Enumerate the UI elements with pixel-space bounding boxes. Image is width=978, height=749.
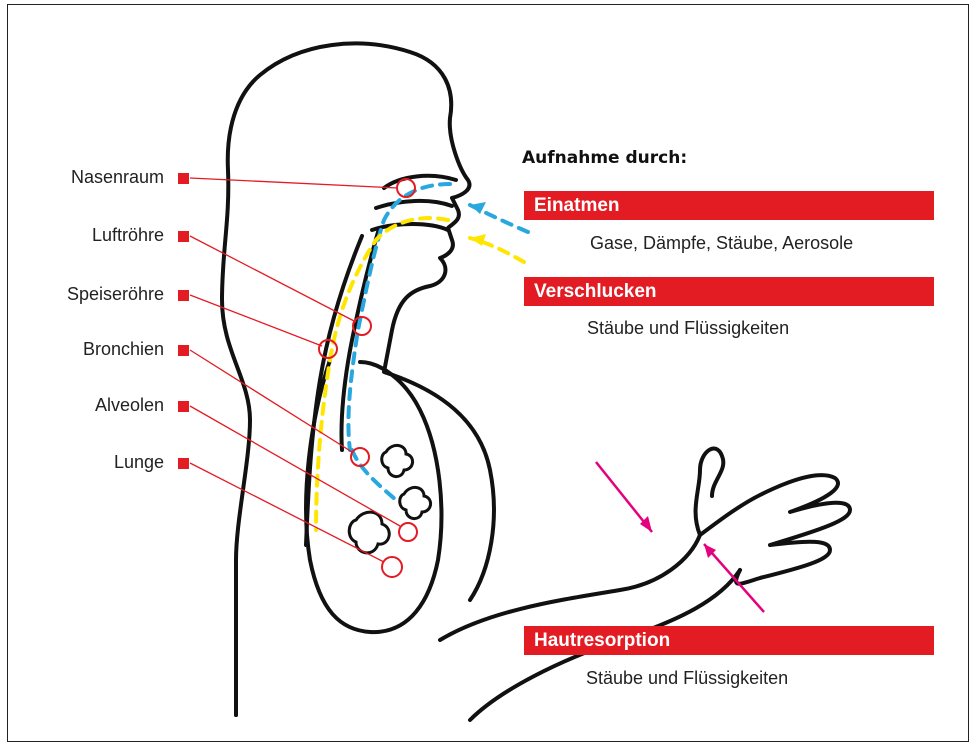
- route-detail-einatmen: Gase, Dämpfe, Stäube, Aerosole: [590, 233, 853, 254]
- leader-line-alveolen: [190, 406, 400, 526]
- leader-line-nasenraum: [190, 178, 398, 188]
- organ-marker-lunge: [178, 458, 189, 469]
- organ-marker-speiseroehre: [178, 290, 189, 301]
- intake-heading: Aufnahme durch:: [522, 148, 687, 168]
- route-bar-einatmen: Einatmen: [524, 191, 934, 220]
- leader-line-luftroehre: [190, 236, 356, 322]
- alveoli-cluster-middle: [400, 487, 431, 518]
- organ-marker-nasenraum: [178, 173, 189, 184]
- organ-marker-bronchien: [178, 345, 189, 356]
- route-detail-hautresorption: Stäube und Flüssigkeiten: [586, 668, 788, 689]
- route-bar-verschlucken: Verschlucken: [524, 277, 934, 306]
- organ-label-alveolen: Alveolen: [4, 395, 164, 416]
- organ-label-nasenraum: Nasenraum: [4, 167, 164, 188]
- route-bar-hautresorption: Hautresorption: [524, 626, 934, 655]
- organ-label-bronchien: Bronchien: [4, 339, 164, 360]
- head-outline: [222, 43, 494, 715]
- organ-marker-alveolen: [178, 401, 189, 412]
- lung-outline: [306, 360, 441, 632]
- leader-line-lunge: [190, 463, 384, 562]
- target-alveolen: [399, 523, 417, 541]
- target-lunge: [382, 557, 402, 577]
- alveoli-cluster-upper: [382, 445, 413, 476]
- leader-line-speiseroehre: [190, 295, 322, 346]
- ingestion-path: [316, 218, 448, 530]
- organ-label-lunge: Lunge: [4, 452, 164, 473]
- organ-label-speiseroehre: Speiseröhre: [4, 284, 164, 305]
- organ-label-luftroehre: Luftröhre: [4, 225, 164, 246]
- route-detail-verschlucken: Stäube und Flüssigkeiten: [587, 318, 789, 339]
- hand-outline: [696, 449, 850, 584]
- organ-marker-luftroehre: [178, 231, 189, 242]
